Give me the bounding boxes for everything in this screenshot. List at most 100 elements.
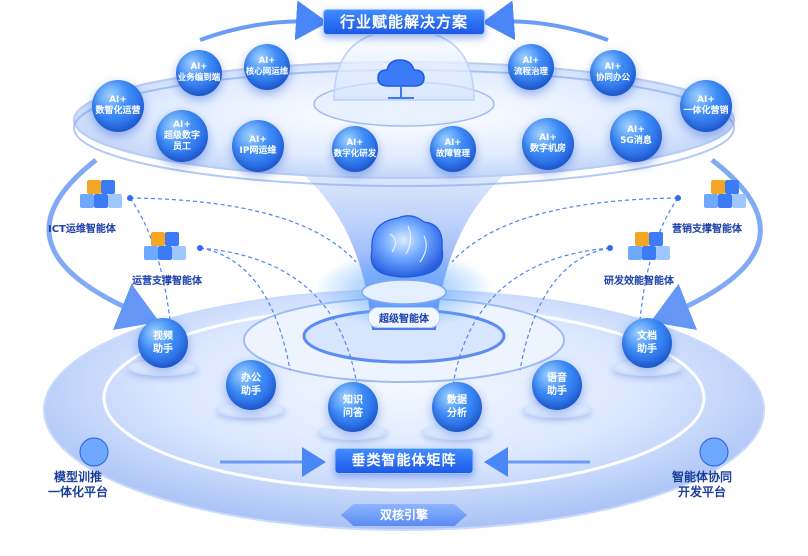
top-sphere-11: AI+一体化营销 <box>680 80 732 132</box>
top-sphere-label-line: 故障管理 <box>435 149 470 159</box>
connector-nodes <box>127 195 681 251</box>
top-sphere-label-line: 一体化营销 <box>683 106 729 116</box>
top-sphere-label-line: 协同办公 <box>595 73 630 83</box>
cube-icon <box>725 180 739 194</box>
bottom-sphere-5: 文档助手 <box>622 318 672 368</box>
brain-icon <box>370 215 444 278</box>
cube-icon <box>635 232 649 246</box>
top-sphere-10: AI+5G消息 <box>610 110 662 162</box>
sphere-plinth <box>422 424 492 440</box>
top-sphere-label-line: AI+ <box>522 56 540 66</box>
sphere-plinth <box>318 424 388 440</box>
top-sphere-0: AI+数智化运营 <box>92 80 144 132</box>
top-sphere-label-line: AI+ <box>697 95 715 105</box>
cube-icon <box>80 194 94 208</box>
cube-stack-icon <box>144 232 188 268</box>
bottom-sphere-label-line: 助手 <box>241 386 261 397</box>
sphere-plinth <box>612 360 682 376</box>
top-sphere-1: AI+业务编到端 <box>176 50 222 96</box>
cube-icon <box>144 246 158 260</box>
cube-icon <box>649 232 663 246</box>
top-sphere-8: AI+流程治理 <box>508 44 554 90</box>
brain-pedestal <box>361 279 447 305</box>
bottom-sphere-1: 办公助手 <box>226 360 276 410</box>
top-sphere-label-line: AI+ <box>539 133 557 143</box>
bottom-sphere-label-line: 文档 <box>637 331 657 342</box>
top-sphere-label-line: 业务编到端 <box>177 73 221 83</box>
left-flow-arc <box>46 158 160 331</box>
top-sphere-label-line: AI+ <box>444 138 462 148</box>
bottom-sphere-4: 语音助手 <box>532 360 582 410</box>
top-sphere-label-line: AI+ <box>627 125 645 135</box>
top-sphere-label-line: IP网运维 <box>239 146 277 156</box>
top-sphere-9: AI+协同办公 <box>590 50 636 96</box>
top-sphere-label-line: AI+ <box>190 62 208 72</box>
cube-icon <box>656 246 670 260</box>
sphere-plinth <box>128 360 198 376</box>
cube-icon <box>94 194 108 208</box>
top-sphere-label-line: 员工 <box>172 141 191 152</box>
agent-dev-platform-label: 智能体协同 开发平台 <box>672 470 733 499</box>
top-sphere-label-line: 数字化研发 <box>333 149 377 159</box>
top-sphere-5: AI+数字化研发 <box>332 126 378 172</box>
cube-icon <box>628 246 642 260</box>
top-left-flow-arrow <box>199 0 328 42</box>
top-sphere-label-line: 核心网运维 <box>245 67 289 77</box>
left-platform-orb <box>79 437 109 467</box>
top-sphere-label-line: AI+ <box>258 56 276 66</box>
top-sphere-label-line: 数字机房 <box>529 144 566 154</box>
top-right-flow-arrow <box>482 0 609 42</box>
top-sphere-label-line: 5G消息 <box>620 136 652 146</box>
top-sphere-label-line: AI+ <box>346 138 364 148</box>
sphere-plinth <box>216 402 286 418</box>
bottom-sphere-label-line: 问答 <box>343 408 363 419</box>
bottom-sphere-label-line: 视频 <box>153 331 173 342</box>
solution-banner: 行业赋能解决方案 <box>322 9 486 35</box>
top-sphere-2: AI+核心网运维 <box>244 44 290 90</box>
cube-stack-icon <box>80 180 124 216</box>
cube-icon <box>101 180 115 194</box>
cloud-icon <box>377 59 425 99</box>
bottom-sphere-label-line: 助手 <box>547 386 567 397</box>
cube-icon <box>87 180 101 194</box>
super-agent-label: 超级智能体 <box>368 307 440 328</box>
dual-core-banner: 双核引擎 <box>341 504 467 526</box>
agent-label: 研发效能智能体 <box>604 276 674 287</box>
bottom-sphere-label-line: 助手 <box>153 344 173 355</box>
sphere-plinth <box>522 402 592 418</box>
bottom-sphere-label-line: 知识 <box>343 395 363 406</box>
agent-label: 营销支撑智能体 <box>672 224 742 235</box>
bottom-sphere-3: 数据分析 <box>432 382 482 432</box>
top-sphere-label-line: 数智化运营 <box>95 106 141 116</box>
cube-icon <box>108 194 122 208</box>
bottom-sphere-label-line: 助手 <box>637 344 657 355</box>
cube-icon <box>151 232 165 246</box>
brain-folds <box>389 225 427 263</box>
top-sphere-label-line: AI+ <box>173 119 191 130</box>
top-sphere-label-line: AI+ <box>249 135 267 145</box>
cube-icon <box>172 246 186 260</box>
bottom-sphere-label-line: 语音 <box>547 373 567 384</box>
top-sphere-6: AI+故障管理 <box>430 126 476 172</box>
right-platform-orb <box>699 437 729 467</box>
bottom-sphere-label-line: 分析 <box>447 408 467 419</box>
top-sphere-label-line: 流程治理 <box>513 67 548 77</box>
top-sphere-label-line: 超级数字 <box>163 130 200 141</box>
cube-icon <box>704 194 718 208</box>
top-sphere-4: AI+IP网运维 <box>232 120 284 172</box>
cube-icon <box>732 194 746 208</box>
cube-icon <box>711 180 725 194</box>
agent-matrix-banner: 垂类智能体矩阵 <box>334 448 474 474</box>
agent-label: 运营支撑智能体 <box>132 276 202 287</box>
cube-icon <box>158 246 172 260</box>
bottom-sphere-2: 知识问答 <box>328 382 378 432</box>
agent-label: ICT运维智能体 <box>48 224 116 235</box>
bottom-sphere-0: 视频助手 <box>138 318 188 368</box>
cube-icon <box>642 246 656 260</box>
top-sphere-7: AI+数字机房 <box>522 118 574 170</box>
cube-icon <box>165 232 179 246</box>
bottom-sphere-label-line: 办公 <box>241 373 261 384</box>
cube-stack-icon <box>628 232 672 268</box>
